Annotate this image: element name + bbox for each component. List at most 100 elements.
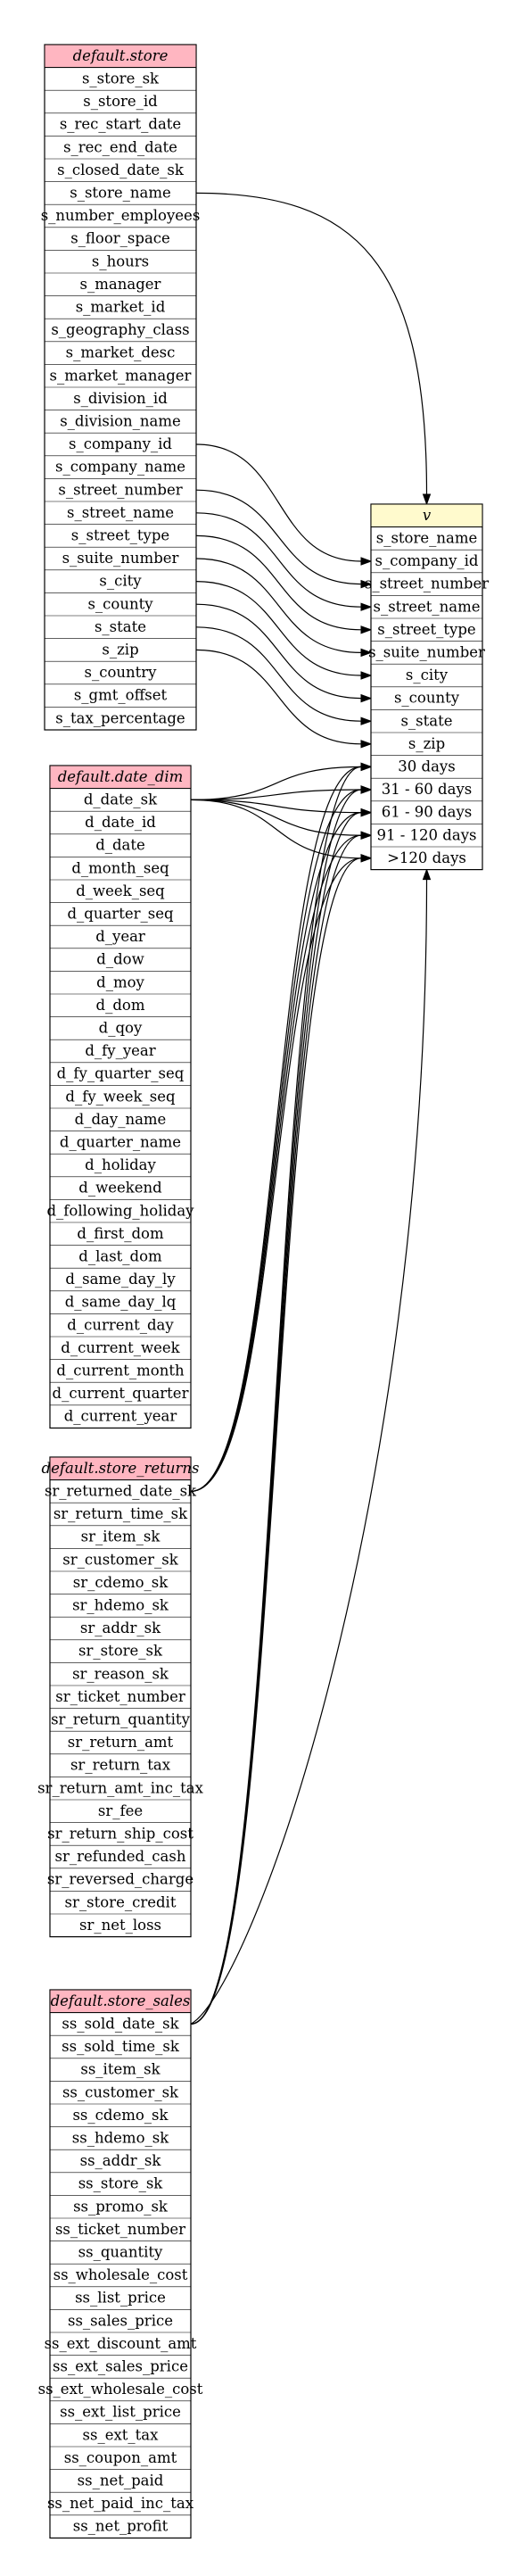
field-sr-refunded-cash: sr_refunded_cash xyxy=(55,1848,186,1865)
field-d-date-id: d_date_id xyxy=(85,814,156,831)
field-s-store-sk: s_store_sk xyxy=(82,70,160,87)
table-header xyxy=(49,765,192,790)
field-s-store-id: s_store_id xyxy=(83,93,158,110)
edge-line xyxy=(190,766,362,2025)
field-d-dom: d_dom xyxy=(96,997,145,1014)
field-sr-returned-date-sk: sr_returned_date_sk xyxy=(45,1483,197,1500)
field-ss-ext-sales-price: ss_ext_sales_price xyxy=(53,2358,188,2375)
lineage-edge xyxy=(195,581,373,680)
arrowhead-icon xyxy=(360,785,373,794)
field-d-quarter-name: d_quarter_name xyxy=(60,1134,181,1151)
lineage-edge xyxy=(190,762,373,2025)
field-d-date-sk: d_date_sk xyxy=(84,791,158,808)
field-sr-cdemo-sk: sr_cdemo_sk xyxy=(73,1574,169,1591)
field-s-company-id: s_company_id xyxy=(375,552,479,569)
field-s-gmt-offset: s_gmt_offset xyxy=(74,687,168,704)
field-d-current-day: d_current_day xyxy=(67,1316,174,1333)
field-d-holiday: d_holiday xyxy=(85,1156,156,1173)
field-sr-reason-sk: sr_reason_sk xyxy=(72,1665,169,1682)
lineage-edge xyxy=(195,558,373,658)
field-ss-quantity: ss_quantity xyxy=(78,2244,163,2261)
field-s-rec-end-date: s_rec_end_date xyxy=(63,138,177,155)
field-d-day-name: d_day_name xyxy=(75,1111,167,1128)
field-ss-list-price: ss_list_price xyxy=(75,2290,166,2307)
field-s-division-id: s_division_id xyxy=(73,390,168,407)
table-title: default.store_sales xyxy=(51,1992,191,2009)
field-sr-return-quantity: sr_return_quantity xyxy=(51,1711,190,1728)
table-header xyxy=(49,1456,192,1481)
field-61-90-days: 61 - 90 days xyxy=(382,804,473,821)
edges-layer xyxy=(190,192,432,2025)
field-sr-item-sk: sr_item_sk xyxy=(81,1528,161,1545)
lineage-edge xyxy=(195,626,373,725)
field-s-state: s_state xyxy=(95,618,146,635)
field-ss-addr-sk: ss_addr_sk xyxy=(80,2152,162,2169)
arrowhead-icon xyxy=(360,716,373,725)
field-s-division-name: s_division_name xyxy=(60,413,181,430)
lineage-edge xyxy=(190,831,373,1492)
field-d-year: d_year xyxy=(95,928,145,945)
field-ss-ext-discount-amt: ss_ext_discount_amt xyxy=(45,2335,197,2352)
field-d-weekend: d_weekend xyxy=(78,1180,162,1197)
field-s-zip: s_zip xyxy=(102,642,138,658)
arrowhead-icon xyxy=(360,579,373,589)
table-title: v xyxy=(423,507,432,524)
field-sr-net-loss: sr_net_loss xyxy=(79,1917,161,1934)
edge-line xyxy=(190,789,362,2025)
table-header xyxy=(370,503,483,528)
edge-line xyxy=(190,766,362,800)
lineage-edge xyxy=(195,489,373,589)
field-d-first-dom: d_first_dom xyxy=(77,1225,164,1242)
field-s-county: s_county xyxy=(394,690,460,707)
edge-line xyxy=(190,834,362,1492)
field-sr-return-amt: sr_return_amt xyxy=(68,1734,174,1751)
field-ss-net-paid-inc-tax: ss_net_paid_inc_tax xyxy=(47,2495,194,2512)
field-s-state: s_state xyxy=(400,712,452,729)
field-sr-return-time-sk: sr_return_time_sk xyxy=(54,1505,188,1522)
table-title: default.store xyxy=(73,47,169,64)
field-s-street-type: s_street_type xyxy=(377,621,475,638)
field-d-week-seq: d_week_seq xyxy=(76,882,165,899)
field-ss-sold-time-sk: ss_sold_time_sk xyxy=(62,2038,180,2055)
tables-layer: default.stores_store_sks_store_ids_rec_s… xyxy=(37,44,489,2539)
field-ss-ticket-number: ss_ticket_number xyxy=(55,2221,185,2238)
field-d-current-week: d_current_week xyxy=(61,1339,180,1356)
field-31-60-days: 31 - 60 days xyxy=(382,781,473,798)
field-sr-reversed-charge: sr_reversed_charge xyxy=(47,1871,194,1888)
field-sr-ticket-number: sr_ticket_number xyxy=(55,1688,185,1705)
field-s-zip: s_zip xyxy=(408,735,445,752)
field-s-street-number: s_street_number xyxy=(58,481,182,498)
edge-line xyxy=(190,799,362,814)
edge-line xyxy=(190,799,362,836)
field-sr-hdemo-sk: sr_hdemo_sk xyxy=(72,1597,169,1614)
arrowhead-icon xyxy=(422,868,432,881)
field-d-fy-quarter-seq: d_fy_quarter_seq xyxy=(57,1065,185,1082)
field-ss-net-paid: ss_net_paid xyxy=(78,2472,164,2489)
field-d-moy: d_moy xyxy=(96,973,144,990)
edge-line xyxy=(190,834,362,2025)
field-d-fy-week-seq: d_fy_week_seq xyxy=(65,1088,176,1105)
field-sr-store-sk: sr_store_sk xyxy=(78,1643,163,1660)
lineage-edge xyxy=(190,831,373,2025)
arrowhead-icon xyxy=(422,493,432,506)
table-v: vs_store_names_company_ids_street_number… xyxy=(365,503,489,871)
field-ss-item-sk: ss_item_sk xyxy=(80,2061,161,2078)
edge-line xyxy=(190,789,362,1492)
field-s-closed-date-sk: s_closed_date_sk xyxy=(57,162,185,178)
field-d-current-month: d_current_month xyxy=(56,1363,185,1379)
field-ss-store-sk: ss_store_sk xyxy=(78,2175,164,2192)
field-d-qoy: d_qoy xyxy=(99,1020,143,1037)
field-sr-return-ship-cost: sr_return_ship_cost xyxy=(47,1826,194,1843)
arrowhead-icon xyxy=(360,693,373,703)
field-s-street-name: s_street_name xyxy=(67,504,174,521)
table-border xyxy=(49,1456,192,1938)
field-s-suite-number: s_suite_number xyxy=(368,644,485,661)
edge-line xyxy=(195,512,362,608)
field-s-street-type: s_street_type xyxy=(71,527,169,544)
lineage-edge xyxy=(195,534,373,634)
table-title: default.date_dim xyxy=(58,768,184,785)
field-ss-ext-tax: ss_ext_tax xyxy=(83,2426,160,2443)
field-s-city: s_city xyxy=(406,667,449,683)
arrowhead-icon xyxy=(360,740,373,749)
lineage-edge xyxy=(195,649,373,749)
